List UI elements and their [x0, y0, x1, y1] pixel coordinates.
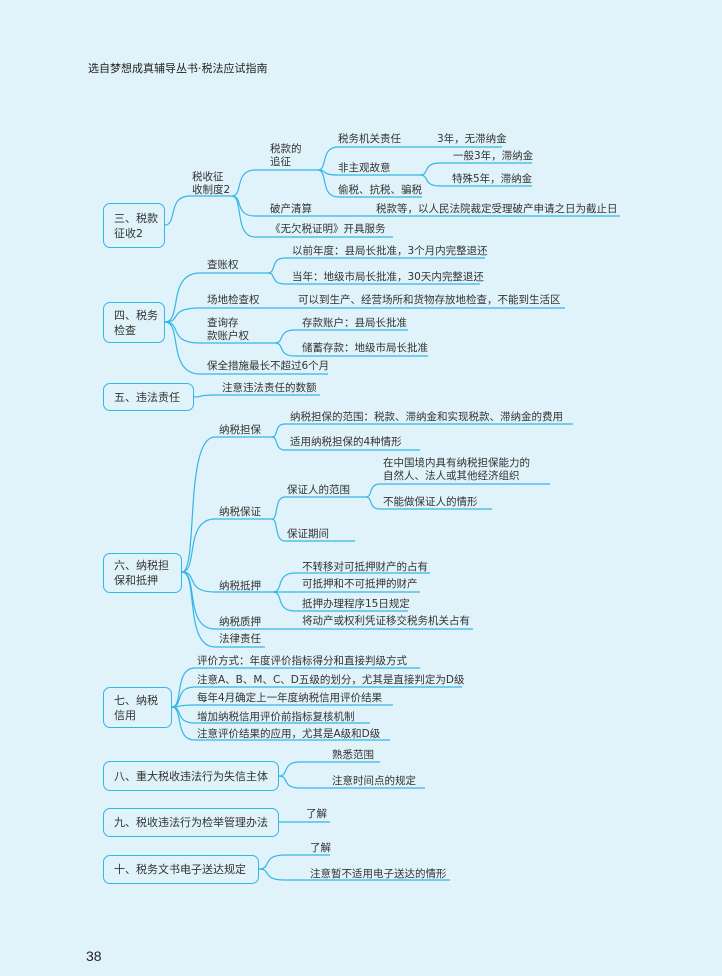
node-tax-surety: 纳税保证	[219, 506, 261, 518]
running-header: 选自梦想成真辅导丛书·税法应试指南	[88, 62, 268, 75]
node-bankruptcy-detail: 税款等，以人民法院裁定受理破产申请之日为截止日	[376, 203, 618, 215]
node-account-inquiry: 查询存 款账户权	[207, 317, 249, 342]
connector-line	[164, 321, 328, 375]
connector-line	[278, 775, 425, 789]
node-tax-pledge: 纳税质押	[219, 616, 261, 628]
node-tax-guarantee: 纳税担保	[219, 424, 261, 436]
connector-line	[271, 518, 355, 542]
node-understand: 了解	[310, 842, 331, 854]
node-special-5y: 特殊5年，滞纳金	[452, 173, 533, 185]
node-tax-mortgage: 纳税抵押	[219, 580, 261, 592]
node-time-rules: 注意时间点的规定	[332, 775, 416, 787]
node-mortgageable-property: 可抵押和不可抵押的财产	[302, 578, 418, 590]
node-familiar-scope: 熟悉范围	[332, 749, 374, 761]
node-site-inspection-detail: 可以到生产、经营场所和货物存放地检查，不能到生活区	[298, 294, 561, 306]
node-no-transfer: 不转移对可抵押财产的占有	[302, 561, 428, 573]
node-authority-liability: 税务机关责任	[338, 133, 401, 145]
node-section-10: 十、税务文书电子送达规定	[103, 855, 259, 884]
node-mortgage-procedure: 抵押办理程序15日规定	[302, 598, 410, 610]
connector-line	[271, 423, 573, 438]
connector-line	[164, 272, 268, 323]
connector-line	[164, 195, 232, 226]
node-section-6: 六、纳税担 保和抵押	[103, 553, 182, 593]
connector-line	[231, 169, 318, 197]
node-preservation-limit: 保全措施最长不超过6个月	[207, 360, 330, 372]
node-no-arrears-cert: 《无欠税证明》开具服务	[270, 223, 386, 235]
node-guarantor-scope: 保证人的范围	[287, 484, 350, 496]
connector-line	[419, 162, 532, 176]
connector-line	[258, 854, 330, 870]
connector-line	[181, 518, 272, 573]
node-ineligible-guarantor: 不能做保证人的情形	[383, 496, 478, 508]
connector-line	[317, 169, 422, 198]
connector-line	[365, 483, 550, 498]
connector-line	[274, 329, 408, 344]
node-unintentional: 非主观故意	[338, 162, 391, 174]
connector-line	[317, 146, 502, 171]
node-credit-item: 每年4月确定上一年度纳税信用评价结果	[197, 692, 383, 704]
node-guarantee-cases: 适用纳税担保的4种情形	[290, 436, 402, 448]
node-current-year: 当年：地级市局长批准，30天内完整退还	[292, 271, 484, 283]
connector-line	[272, 591, 408, 612]
node-authority-liability-detail: 3年，无滞纳金	[437, 133, 507, 145]
node-e-delivery-exceptions: 注意暂不适用电子送达的情形	[310, 868, 447, 880]
node-general-3y: 一般3年，滞纳金	[453, 150, 534, 162]
node-credit-item: 增加纳税信用评价前指标复核机制	[197, 711, 355, 723]
connector-line	[267, 272, 480, 285]
node-deposit-account: 存款账户：县局长批准	[302, 317, 407, 329]
page-number: 38	[86, 948, 102, 964]
node-credit-item: 注意评价结果的应用，尤其是A级和D级	[197, 728, 381, 740]
node-tax-recovery: 税款的 追征	[270, 143, 302, 168]
connector-line	[171, 686, 462, 708]
node-pledge-detail: 将动产或权利凭证移交税务机关占有	[302, 615, 470, 627]
node-site-inspection: 场地检查权	[207, 294, 260, 306]
connector-line	[231, 195, 393, 238]
connector-line	[193, 394, 320, 398]
node-account-check: 查账权	[207, 259, 239, 271]
connector-line	[365, 496, 492, 510]
node-section-4: 四、税务 检查	[103, 302, 165, 343]
connector-line	[272, 572, 430, 593]
connector-line	[171, 706, 390, 741]
connector-line	[181, 571, 420, 593]
connector-line	[171, 704, 393, 708]
node-credit-item: 评价方式：年度评价指标得分和直接判级方式	[197, 655, 407, 667]
node-section-5: 五、违法责任	[103, 383, 194, 411]
connector-line	[164, 321, 275, 344]
connector-line	[419, 174, 532, 187]
connector-line	[274, 342, 428, 357]
node-bankruptcy: 破产清算	[270, 203, 312, 215]
connector-line	[278, 761, 380, 777]
node-section-8: 八、重大税收违法行为失信主体	[103, 761, 279, 791]
connector-line	[271, 436, 420, 451]
node-understand: 了解	[306, 808, 327, 820]
connector-line	[271, 496, 366, 520]
node-credit-item: 注意A、B、M、C、D五级的划分，尤其是直接判定为D级	[197, 674, 465, 686]
node-section-3: 三、税款 征收2	[103, 203, 165, 248]
connector-line	[164, 307, 565, 323]
connector-line	[181, 571, 265, 648]
connector-line	[267, 257, 485, 274]
node-collection-system: 税收征 收制度2	[192, 171, 231, 196]
node-guarantee-scope: 纳税担保的范围：税款、滞纳金和实现税款、滞纳金的费用	[290, 411, 563, 423]
node-legal-liability: 法律责任	[219, 633, 261, 645]
node-evasion: 偷税、抗税、骗税	[338, 184, 422, 196]
node-section-7: 七、纳税 信用	[103, 687, 172, 728]
node-liability-amount: 注意违法责任的数额	[222, 382, 317, 394]
node-prior-years: 以前年度：县局长批准，3个月内完整退还	[292, 245, 488, 257]
node-guarantee-period: 保证期间	[287, 528, 329, 540]
node-section-9: 九、税收违法行为检举管理办法	[103, 808, 279, 837]
connector-line	[181, 436, 272, 573]
node-domestic-entities: 在中国境内具有纳税担保能力的 自然人、法人或其他经济组织	[383, 457, 530, 482]
connector-line	[258, 868, 450, 881]
node-savings-deposit: 储蓄存款：地级市局长批准	[302, 342, 428, 354]
